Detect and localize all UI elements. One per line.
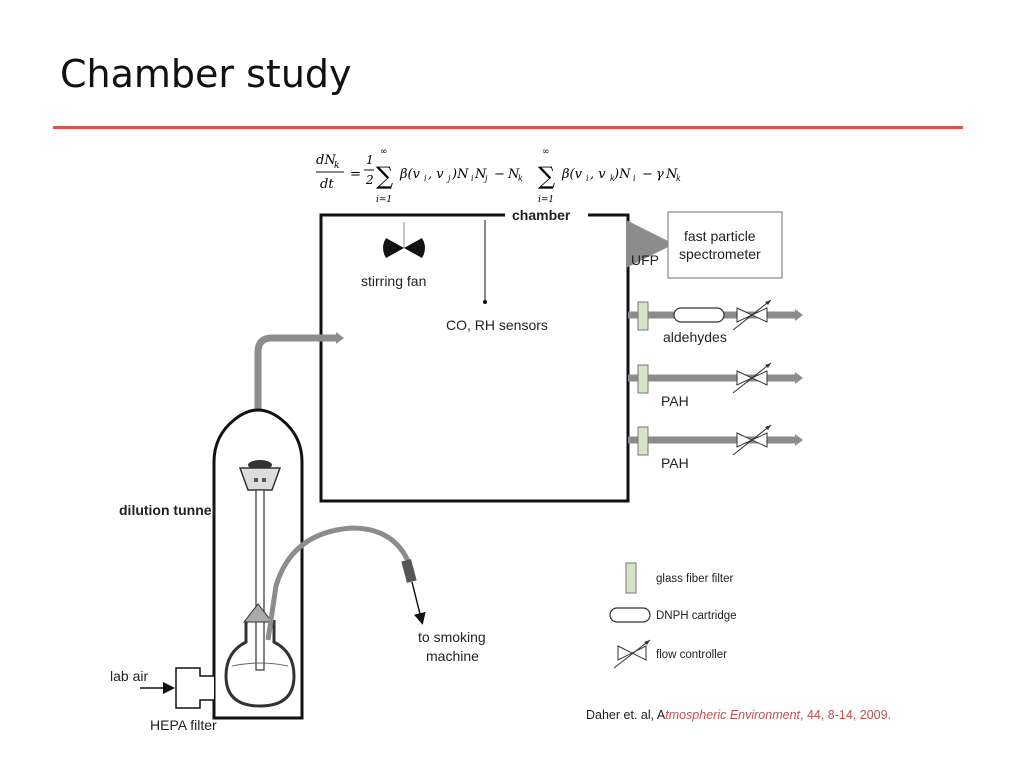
coagulation-equation: dN k dt = 1 2 ∞ ∑ i=1 β(v i , v j )N i N… [316, 147, 696, 212]
chamber-box [319, 213, 630, 503]
svg-text:i: i [586, 174, 589, 183]
aldehydes-label: aldehydes [663, 329, 727, 345]
svg-text:−: − [642, 167, 653, 182]
dilution-tunnel-label: dilution tunnel [119, 502, 215, 518]
svg-text:−: − [494, 167, 505, 182]
legend: glass fiber filter DNPH cartridge flow c… [609, 562, 737, 669]
svg-text:1: 1 [366, 153, 374, 167]
svg-text:∞: ∞ [542, 148, 550, 157]
citation: Daher et. al, Atmospheric Environment, 4… [586, 708, 891, 722]
citation-details: , 44, 8-14, 2009. [800, 708, 892, 722]
legend-flow-controller-label: flow controller [656, 649, 727, 661]
legend-dnph-cartridge-label: DNPH cartridge [656, 610, 737, 622]
svg-text:dN: dN [316, 153, 336, 168]
co-rh-sensors-label: CO, RH sensors [446, 317, 548, 333]
hepa-filter-label: HEPA filter [150, 717, 217, 733]
svg-text:N: N [665, 167, 678, 182]
legend-dnph-cartridge-icon [609, 607, 651, 623]
dnph-cartridge-icon [673, 307, 725, 323]
svg-text:k: k [610, 174, 615, 183]
svg-text:)N: )N [451, 167, 469, 182]
svg-text:i: i [424, 174, 427, 183]
to-smoking-arrow [411, 581, 426, 625]
citation-journal: tmospheric Environment [665, 708, 800, 722]
svg-text:j: j [446, 174, 451, 183]
stirring-fan-icon [383, 222, 425, 258]
svg-text:, v: , v [590, 167, 606, 182]
svg-text:k: k [676, 174, 681, 183]
svg-text:β(v: β(v [399, 167, 421, 182]
svg-text:dt: dt [320, 177, 334, 192]
pah-sampling-line-1 [628, 362, 803, 394]
svg-text:N: N [507, 167, 520, 182]
hepa-filter-icon [175, 667, 214, 709]
title-divider [53, 126, 963, 129]
fast-particle-label-line1: fast particle [684, 228, 756, 244]
svg-text:)N: )N [613, 167, 631, 182]
pah-label-1: PAH [661, 393, 689, 409]
svg-text:∑: ∑ [538, 162, 555, 190]
legend-flow-controller-icon [613, 639, 651, 669]
glass-fiber-filter-icon [637, 426, 649, 456]
smoking-machine-tube [265, 525, 413, 641]
glass-fiber-filter-icon [637, 364, 649, 394]
pah-label-2: PAH [661, 455, 689, 471]
svg-text:k: k [334, 161, 339, 171]
citation-authors: Daher et. al, A [586, 708, 666, 722]
flow-controller-icon [732, 424, 772, 456]
flask-icon [224, 603, 296, 708]
flow-controller-icon [732, 362, 772, 394]
fast-particle-spectrometer-box [667, 211, 783, 279]
equation-graphic: dN k dt = 1 2 ∞ ∑ i=1 β(v i , v j )N i N… [316, 147, 681, 205]
svg-text:γ: γ [656, 167, 664, 182]
svg-text:i: i [633, 174, 636, 183]
svg-text:, v: , v [428, 167, 444, 182]
flow-controller-icon [732, 299, 772, 331]
svg-text:k: k [518, 174, 523, 183]
to-smoking-label-line1: to smoking [418, 629, 486, 645]
cigarette-holder-icon [238, 460, 282, 491]
legend-glass-fiber-filter-label: glass fiber filter [656, 573, 734, 585]
glass-fiber-filter-icon [637, 301, 649, 331]
ufp-label: UFP [631, 252, 659, 268]
aldehydes-sampling-line [628, 299, 803, 331]
stirring-fan-label: stirring fan [361, 273, 426, 289]
svg-text:=: = [350, 167, 361, 182]
to-smoking-label-line2: machine [426, 648, 479, 664]
lab-air-label: lab air [110, 668, 148, 684]
sensor-probe [483, 220, 487, 304]
svg-text:i=1: i=1 [376, 195, 392, 205]
svg-text:∑: ∑ [376, 162, 393, 190]
svg-text:i=1: i=1 [538, 195, 554, 205]
svg-text:j: j [483, 174, 488, 183]
chamber-label: chamber [512, 207, 571, 223]
svg-text:i: i [471, 174, 474, 183]
fast-particle-label-line2: spectrometer [679, 246, 761, 262]
legend-glass-fiber-filter-icon [625, 562, 637, 594]
chamber-inlet-tube [254, 334, 338, 410]
pah-sampling-line-2 [628, 424, 803, 456]
svg-text:N: N [474, 167, 487, 182]
svg-text:2: 2 [365, 173, 374, 187]
dilution-tunnel-body [212, 408, 304, 720]
svg-text:∞: ∞ [380, 148, 388, 157]
tube-connector [401, 559, 417, 583]
page-title: Chamber study [60, 52, 352, 96]
internal-pipe [255, 489, 265, 671]
svg-text:β(v: β(v [561, 167, 583, 182]
